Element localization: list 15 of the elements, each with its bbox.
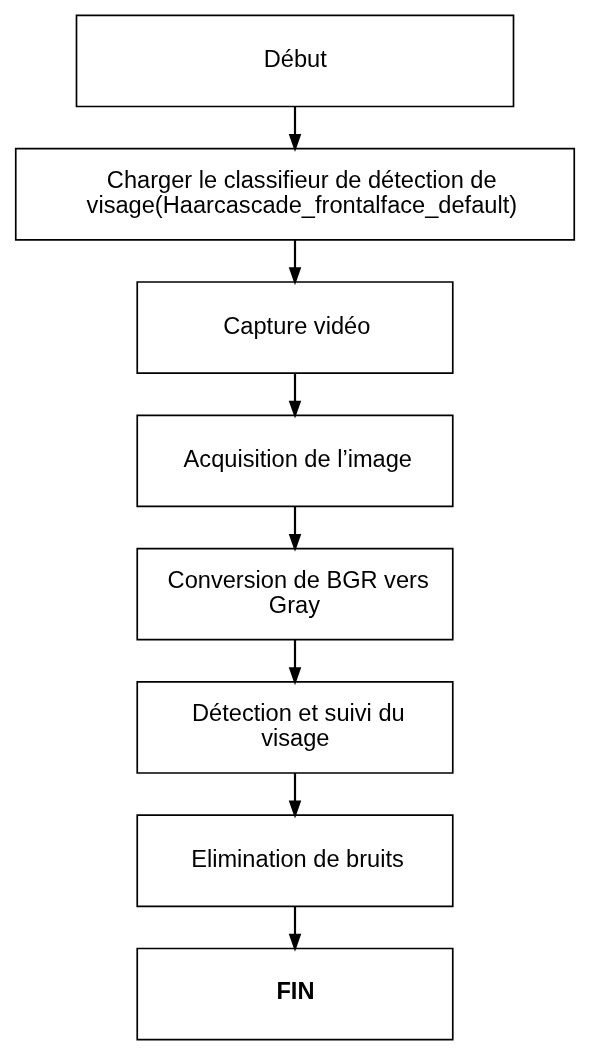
node-box: Elimination de bruits (136, 814, 454, 908)
node-box: Capture vidéo (136, 281, 454, 374)
node-box: Charger le classifieur de détection de visage(Haarcascade_frontalface_default) (14, 147, 576, 241)
arrow (288, 906, 302, 952)
arrow (288, 106, 302, 152)
arrow (288, 773, 302, 819)
node-box: Acquisition de l’image (136, 414, 454, 508)
node-box: Conversion de BGR vers Gray (136, 547, 454, 641)
arrow (288, 506, 302, 552)
node-box: Début (75, 14, 515, 108)
arrow (288, 373, 302, 419)
arrow (288, 639, 302, 686)
node-box: FIN (136, 947, 454, 1041)
arrow (288, 239, 302, 286)
node-box: Détection et suivi du visage (136, 681, 454, 774)
